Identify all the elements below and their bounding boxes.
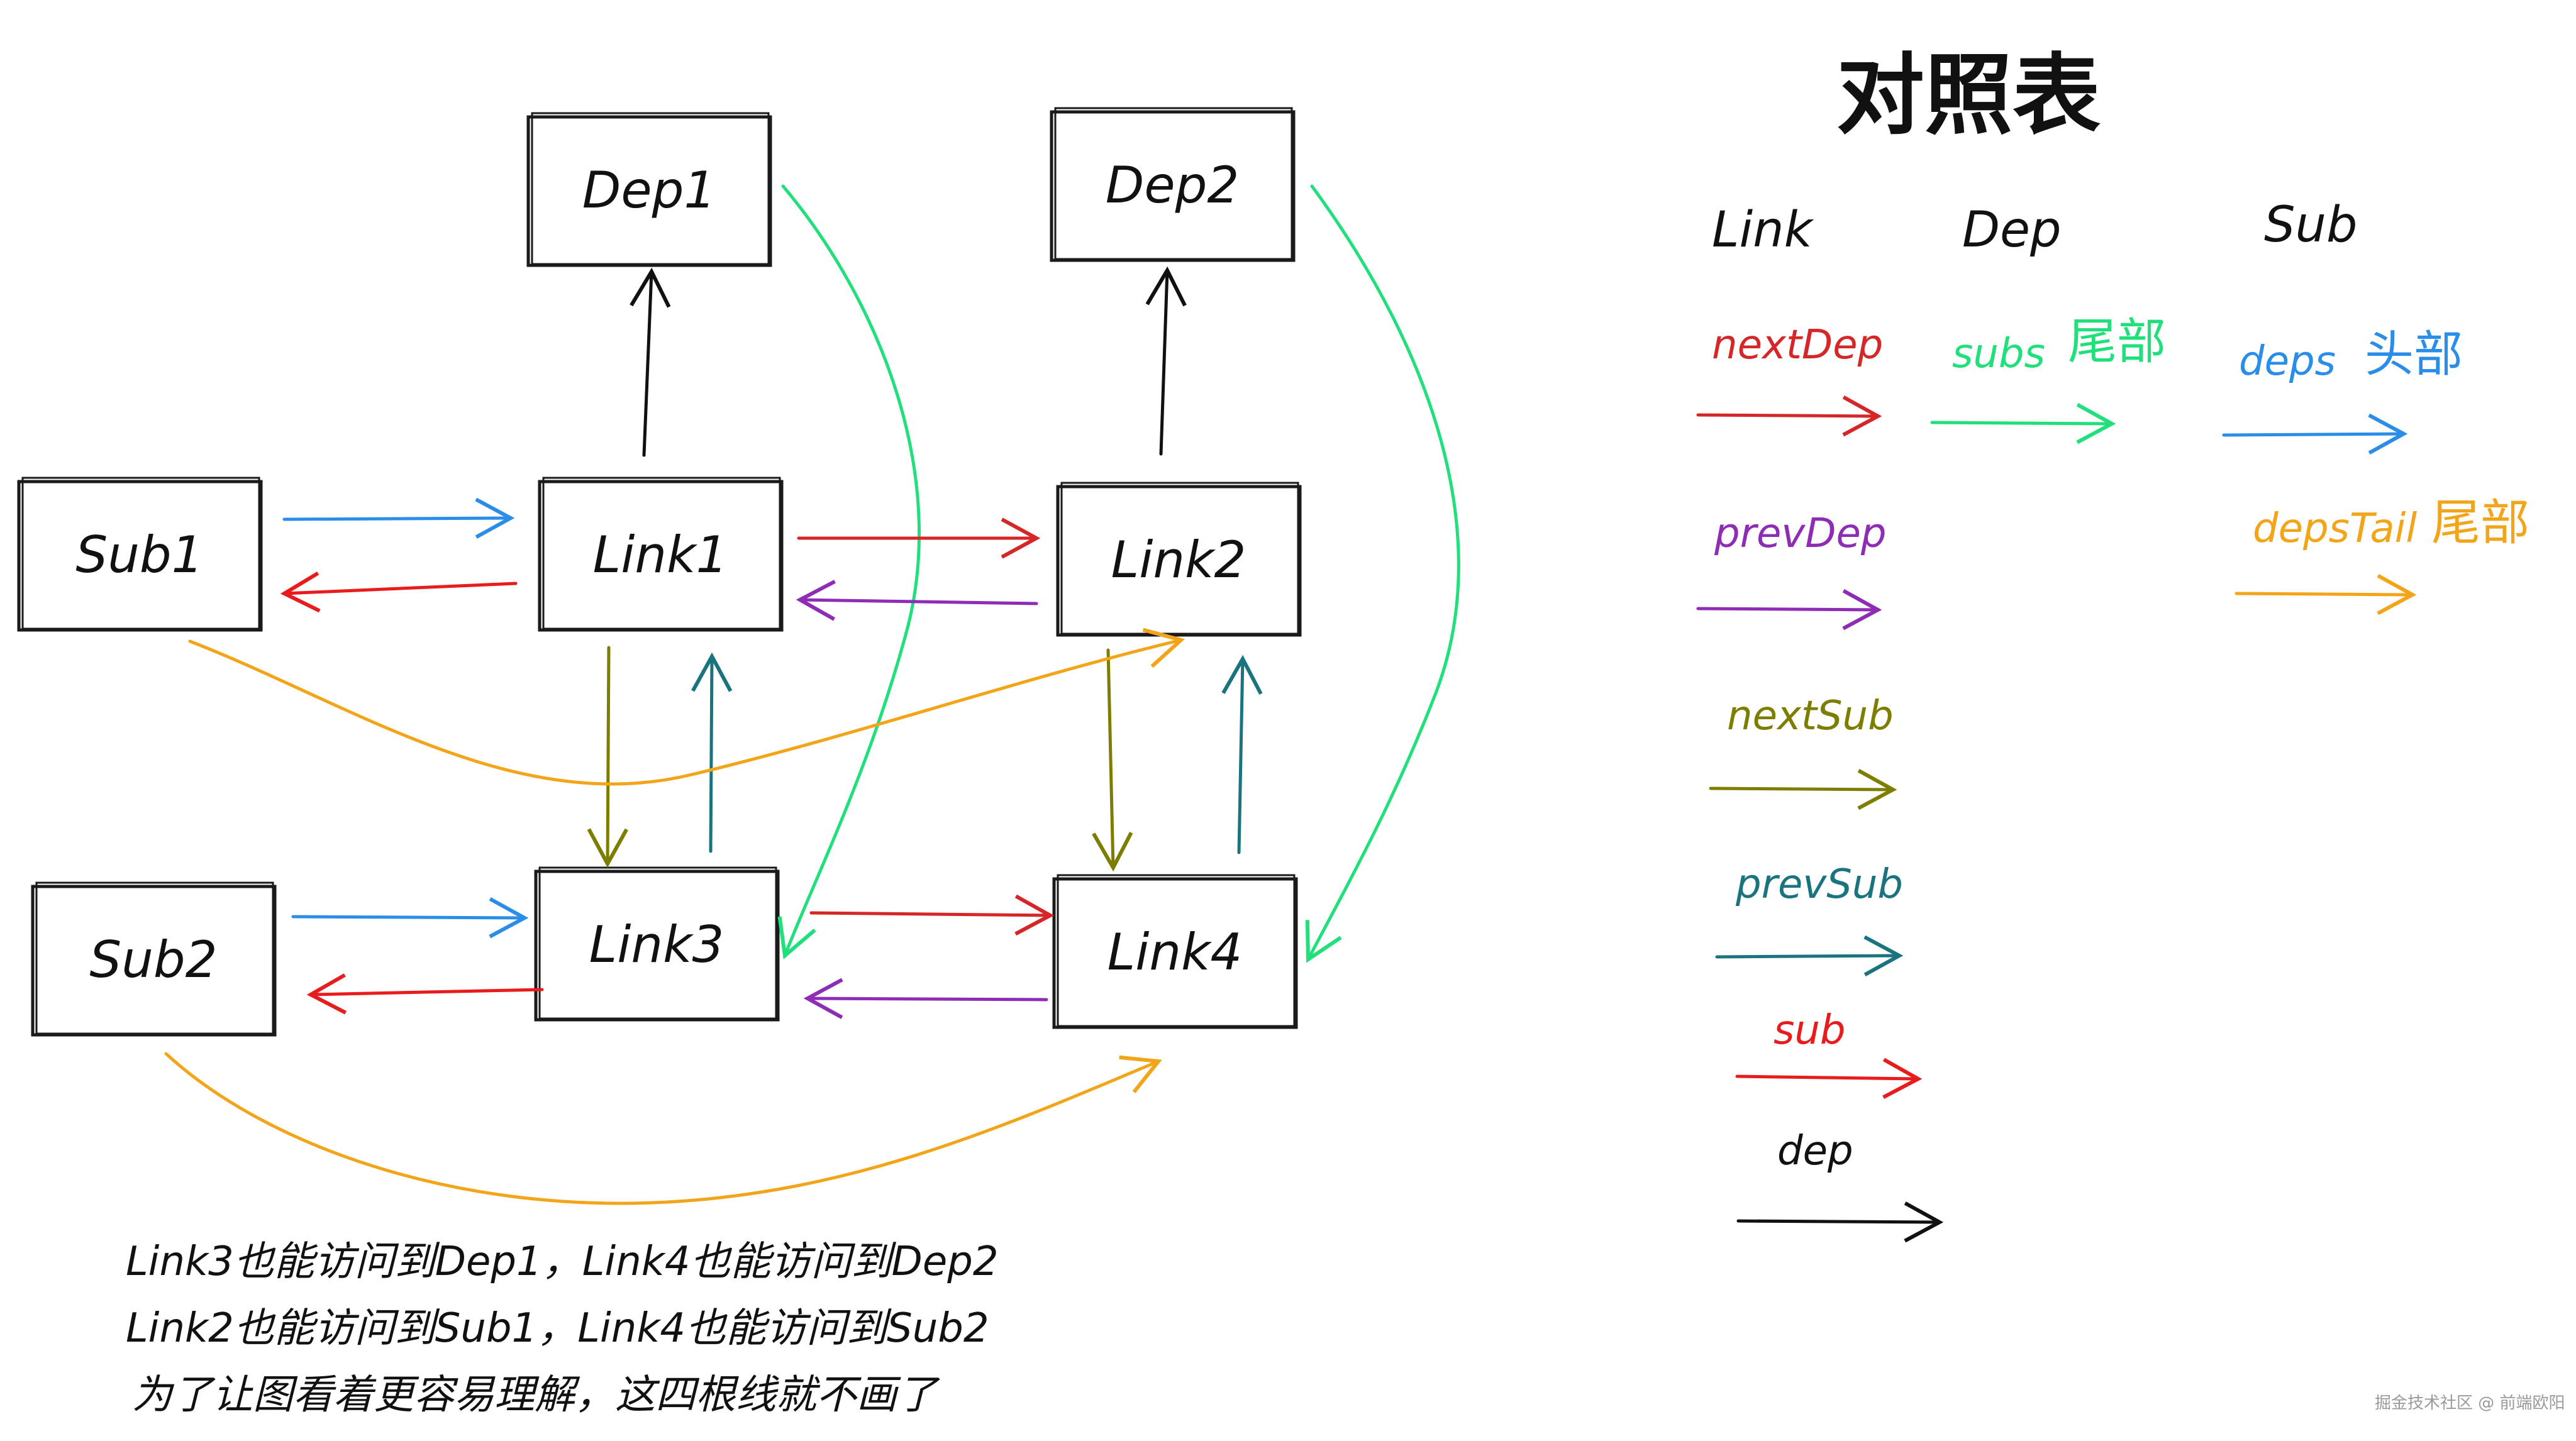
edge-link1-sub xyxy=(280,571,518,613)
edge-link3-sub xyxy=(306,973,544,1015)
node-dep2-label: Dep2 xyxy=(1106,156,1240,214)
legend-label-nextsub: nextSub xyxy=(1727,693,1894,739)
legend-arrow-subs xyxy=(1930,402,2116,444)
legend-arrow-nextdep xyxy=(1696,395,1882,437)
legend-label-prevdep: prevDep xyxy=(1714,511,1886,557)
node-link4-label: Link4 xyxy=(1108,923,1243,981)
legend-label-nextdep: nextDep xyxy=(1712,322,1883,368)
legend-label-sub: sub xyxy=(1774,1007,1846,1054)
legend-arrow-sub xyxy=(1735,1057,1923,1099)
edge-sub1-depstail xyxy=(188,627,1185,786)
legend-label-deps: deps xyxy=(2239,338,2336,385)
legend-arrow-prevdep xyxy=(1696,588,1882,631)
legend-label-depstail: depsTail xyxy=(2253,505,2417,552)
legend-arrow-dep xyxy=(1736,1201,1944,1243)
node-link2-label: Link2 xyxy=(1111,531,1246,589)
legend-header-link: Link xyxy=(1712,202,1814,258)
edge-link2-dep xyxy=(1145,266,1187,456)
legend-item-prevdep: prevDep xyxy=(1696,511,1886,631)
edge-link1-dep xyxy=(630,267,671,457)
node-sub1-label: Sub1 xyxy=(75,526,203,584)
node-dep1: Dep1 xyxy=(526,112,772,267)
node-sub2-label: Sub2 xyxy=(89,930,217,989)
legend-label-subs: subs xyxy=(1952,331,2045,377)
node-link1: Link1 xyxy=(538,477,784,632)
edge-link3-nextdep xyxy=(809,894,1055,936)
legend-arrow-depstail xyxy=(2235,573,2417,616)
note-line-1: Link3也能访问到Dep1，Link4也能访问到Dep2 xyxy=(126,1239,999,1285)
legend-item-nextdep: nextDep xyxy=(1696,322,1883,437)
legend-suffix-subs: 尾部 xyxy=(2068,314,2166,370)
legend-arrow-deps xyxy=(2222,413,2408,455)
edge-link2-nextsub xyxy=(1092,648,1133,872)
legend-item-dep: dep xyxy=(1736,1128,1944,1243)
legend-suffix-deps: 头部 xyxy=(2365,326,2463,383)
legend-item-depstail: depsTail 尾部 xyxy=(2235,495,2529,616)
edge-sub2-depstail xyxy=(164,1052,1162,1205)
legend-suffix-depstail: 尾部 xyxy=(2431,495,2529,551)
edge-link2-prevdep xyxy=(796,580,1038,621)
edge-link3-prevsub xyxy=(691,652,733,853)
edge-link4-prevsub xyxy=(1221,654,1263,854)
legend-item-nextsub: nextSub xyxy=(1709,693,1897,810)
node-sub1: Sub1 xyxy=(17,477,263,632)
node-link3: Link3 xyxy=(534,866,780,1022)
legend-title: 对照表 xyxy=(1836,45,2101,147)
node-link1-label: Link1 xyxy=(593,526,728,584)
legend-arrow-prevsub xyxy=(1715,935,1904,977)
edge-sub2-deps xyxy=(291,897,529,939)
edge-dep1-subs xyxy=(777,184,921,959)
edge-dep2-subs xyxy=(1305,184,1460,963)
edge-link1-nextsub xyxy=(587,646,628,868)
legend-header-dep: Dep xyxy=(1962,202,2062,258)
edge-sub1-deps xyxy=(282,497,515,539)
node-dep1-label: Dep1 xyxy=(582,161,716,219)
watermark: 掘金技术社区 @ 前端欧阳 xyxy=(2375,1394,2565,1413)
legend-item-prevsub: prevSub xyxy=(1715,861,1904,977)
legend-arrow-nextsub xyxy=(1709,768,1897,810)
legend-item-subs: subs 尾部 xyxy=(1930,314,2166,444)
note-line-3: 为了让图看着更容易理解，这四根线就不画了 xyxy=(132,1372,940,1418)
legend-item-sub: sub xyxy=(1735,1007,1923,1099)
node-link3-label: Link3 xyxy=(589,915,724,974)
node-dep2: Dep2 xyxy=(1050,107,1296,262)
legend-header-sub: Sub xyxy=(2264,197,2357,253)
edge-link4-prevdep xyxy=(803,978,1048,1019)
legend-label-prevsub: prevSub xyxy=(1735,861,1903,908)
note-line-2: Link2也能访问到Sub1，Link4也能访问到Sub2 xyxy=(126,1305,989,1352)
legend-item-deps: deps 头部 xyxy=(2222,326,2463,455)
node-link2: Link2 xyxy=(1056,482,1302,637)
legend-label-dep: dep xyxy=(1777,1128,1853,1174)
node-link4: Link4 xyxy=(1052,874,1298,1029)
node-sub2: Sub2 xyxy=(31,881,277,1037)
